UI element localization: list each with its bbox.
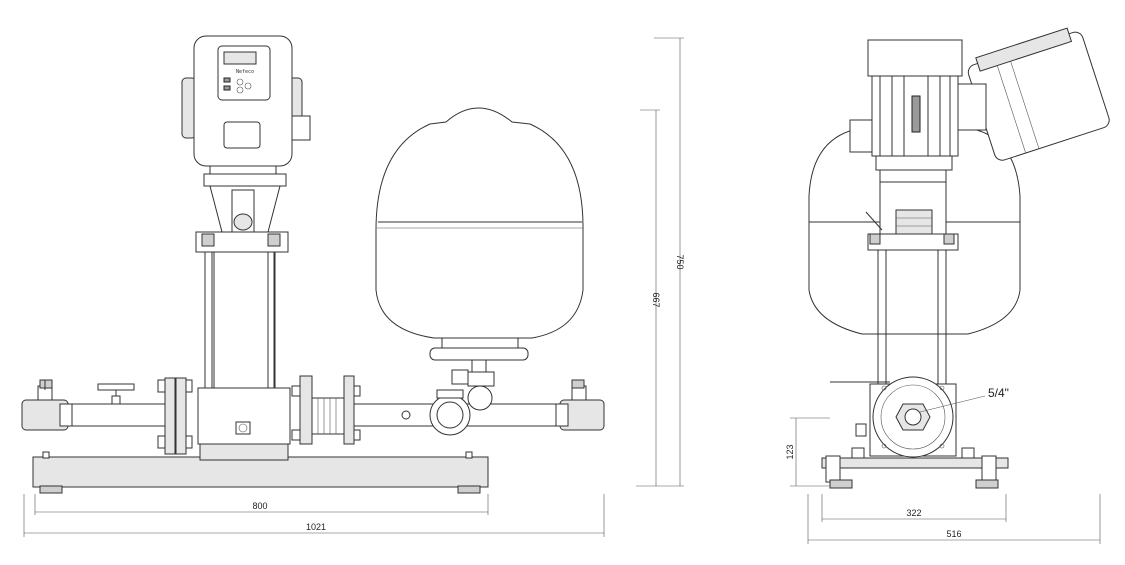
- pump-column: [195, 231, 289, 389]
- left-ball-valve: [21, 379, 73, 431]
- dim-label-516: 516: [946, 529, 961, 539]
- right-ball-valve: [555, 379, 605, 431]
- dim-label-667: 667: [651, 292, 661, 307]
- pressure-tank: [375, 107, 584, 411]
- outlet-tee: [429, 389, 471, 436]
- dim-label-750: 750: [675, 254, 685, 269]
- control-button: [236, 78, 244, 86]
- base-foot-left: [39, 485, 63, 494]
- base-bolt-right: [465, 451, 473, 459]
- height-dims: 667 750: [636, 37, 685, 487]
- control-button: [244, 82, 252, 90]
- base-foot-right: [457, 485, 481, 494]
- manifold-pipe-left: [69, 403, 166, 427]
- dim-label-1021: 1021: [306, 522, 326, 532]
- handle-valve: [97, 383, 135, 405]
- dim-800: 800: [34, 494, 489, 515]
- pipe-port: [401, 410, 411, 420]
- dim-1021: 1021: [23, 494, 605, 537]
- left-flange: [157, 377, 193, 455]
- side-nameplate: [895, 209, 933, 235]
- controller-window: [223, 121, 261, 149]
- connection-size-label: 5/4": [988, 386, 1009, 400]
- side-base: [821, 457, 1009, 469]
- base-bolt-left: [42, 451, 50, 459]
- controller-brand: Nefeco: [236, 69, 254, 75]
- dim-label-322: 322: [906, 508, 921, 518]
- front-view: Nefeco: [21, 35, 605, 537]
- side-view: 5/4" 123 322 516: [785, 27, 1110, 544]
- pump-housing-foot: [199, 443, 289, 461]
- dim-label-800: 800: [252, 501, 267, 511]
- right-flange: [291, 375, 361, 445]
- dim-label-123: 123: [785, 444, 795, 459]
- side-motor-top: [867, 39, 963, 77]
- status-led: [223, 85, 231, 91]
- pump-drain-plug: [235, 421, 251, 435]
- base-frame: [32, 456, 489, 488]
- status-led: [223, 77, 231, 83]
- motor-stool: [203, 173, 287, 233]
- motor-controller: Nefeco: [181, 35, 311, 175]
- pump-housing: [197, 387, 291, 445]
- control-button: [236, 86, 244, 94]
- side-controller: [967, 27, 1110, 161]
